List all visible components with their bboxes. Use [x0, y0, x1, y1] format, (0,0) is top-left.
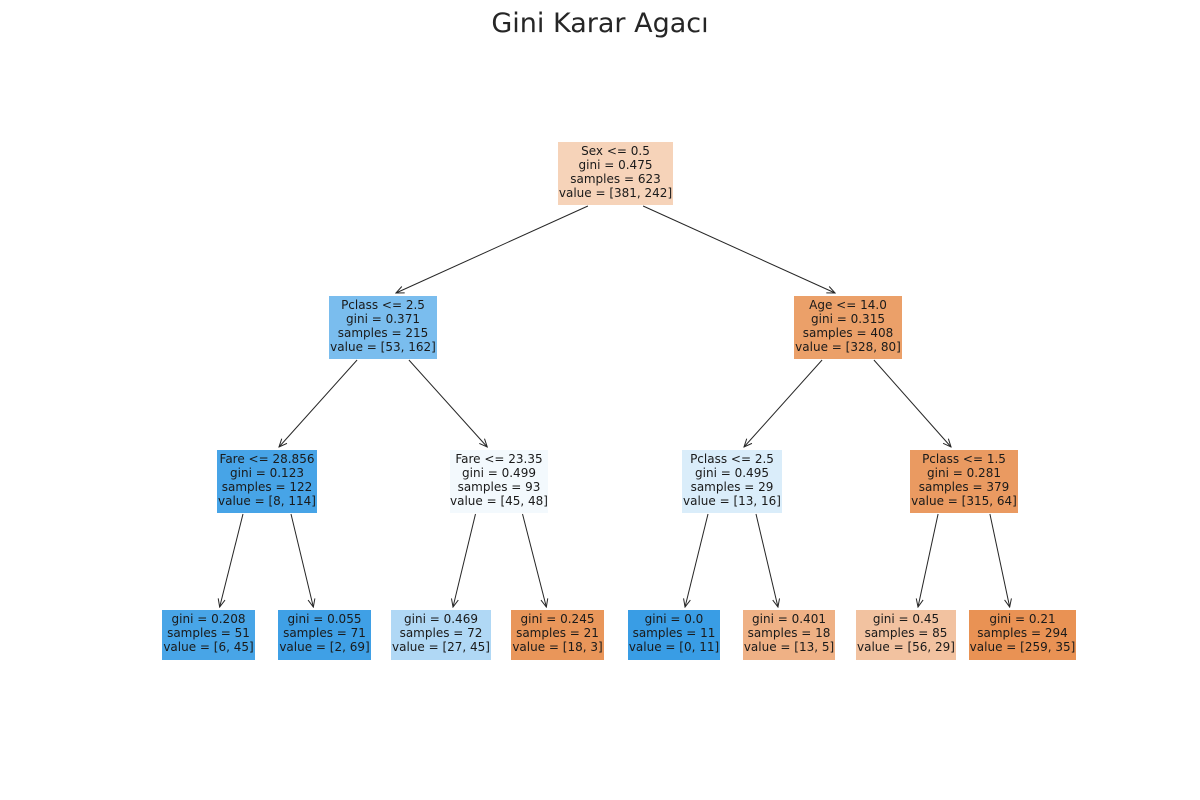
node-text-line: gini = 0.281 — [927, 466, 1001, 480]
node-text-line: gini = 0.495 — [695, 466, 769, 480]
chart-title: Gini Karar Agacı — [491, 8, 709, 39]
node-text-line: value = [27, 45] — [392, 640, 490, 654]
node-text-line: gini = 0.0 — [644, 612, 704, 626]
node-text-line: samples = 85 — [864, 626, 948, 640]
node-text-line: Fare <= 23.35 — [455, 452, 543, 466]
node-text-line: samples = 21 — [516, 626, 599, 640]
node-text-line: samples = 294 — [977, 626, 1068, 640]
node-text-line: gini = 0.208 — [171, 612, 246, 626]
node-text-line: gini = 0.21 — [989, 612, 1056, 626]
node-text-line: value = [56, 29] — [857, 640, 955, 654]
node-text-line: value = [328, 80] — [795, 340, 901, 354]
node-text-line: value = [53, 162] — [330, 340, 436, 354]
node-text-line: gini = 0.315 — [811, 312, 885, 326]
node-text-line: value = [0, 11] — [628, 640, 720, 654]
node-text-line: Sex <= 0.5 — [581, 144, 650, 158]
node-text-line: Pclass <= 2.5 — [341, 298, 425, 312]
node-text-line: Pclass <= 1.5 — [922, 452, 1006, 466]
tree-edge-n1-n3 — [279, 359, 358, 447]
node-text-line: gini = 0.055 — [287, 612, 362, 626]
node-text-line: samples = 51 — [167, 626, 250, 640]
node-text-line: samples = 93 — [457, 480, 541, 494]
tree-edge-n5-n11 — [685, 513, 709, 607]
node-text-line: samples = 18 — [747, 626, 831, 640]
node-text-line: value = [13, 5] — [743, 640, 835, 654]
tree-edge-n1-n4 — [408, 359, 487, 447]
node-text-line: value = [45, 48] — [450, 494, 548, 508]
node-text-line: Age <= 14.0 — [809, 298, 887, 312]
node-text-line: gini = 0.245 — [520, 612, 595, 626]
node-text-line: gini = 0.371 — [346, 312, 420, 326]
node-text-line: samples = 623 — [570, 172, 661, 186]
tree-edge-n6-n13 — [918, 513, 939, 607]
node-text-line: gini = 0.401 — [752, 612, 826, 626]
tree-edge-n0-n2 — [642, 205, 835, 293]
node-text-line: samples = 379 — [918, 480, 1010, 494]
node-text-line: gini = 0.499 — [462, 466, 536, 480]
tree-edge-n6-n14 — [989, 513, 1010, 607]
node-text-line: samples = 71 — [283, 626, 366, 640]
node-text-line: value = [13, 16] — [683, 494, 781, 508]
tree-edge-n2-n6 — [873, 359, 951, 447]
node-text-line: samples = 408 — [802, 326, 894, 340]
tree-edge-n2-n5 — [744, 359, 823, 447]
node-text-line: Pclass <= 2.5 — [690, 452, 774, 466]
node-text-line: value = [2, 69] — [279, 640, 370, 654]
node-text-line: value = [8, 114] — [218, 494, 316, 508]
node-text-line: value = [6, 45] — [163, 640, 254, 654]
node-text-line: value = [259, 35] — [969, 640, 1076, 654]
tree-edge-n4-n9 — [453, 513, 476, 607]
node-text-line: gini = 0.123 — [230, 466, 304, 480]
node-text-line: samples = 72 — [399, 626, 483, 640]
node-text-line: samples = 29 — [690, 480, 774, 494]
node-text-line: value = [18, 3] — [512, 640, 603, 654]
node-text-line: value = [381, 242] — [558, 186, 673, 200]
node-text-line: Fare <= 28.856 — [219, 452, 315, 466]
tree-edge-n3-n7 — [220, 513, 244, 607]
tree-edge-n0-n1 — [396, 205, 589, 293]
node-text-line: samples = 122 — [221, 480, 313, 494]
node-text-line: gini = 0.475 — [578, 158, 653, 172]
node-text-line: gini = 0.469 — [404, 612, 478, 626]
node-text-line: gini = 0.45 — [872, 612, 940, 626]
node-text-line: samples = 215 — [337, 326, 429, 340]
tree-edge-n3-n8 — [290, 513, 313, 607]
tree-edge-n5-n12 — [755, 513, 778, 607]
tree-edge-n4-n10 — [522, 513, 547, 607]
node-text-line: value = [315, 64] — [911, 494, 1017, 508]
node-text-line: samples = 11 — [632, 626, 716, 640]
